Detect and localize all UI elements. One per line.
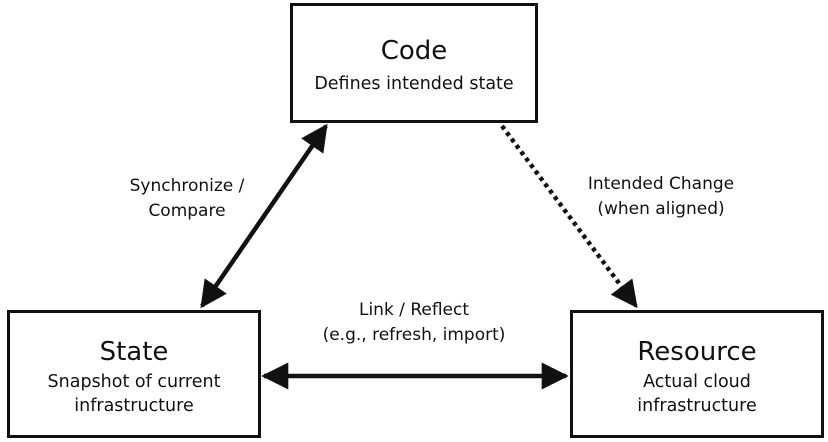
sync-compare-label: Synchronize / Compare <box>92 174 282 224</box>
link-reflect-label-line2: (e.g., refresh, import) <box>322 325 506 345</box>
code-node-subtitle: Defines intended state <box>314 74 514 94</box>
sync-compare-arrow <box>200 123 328 309</box>
intended-change-label-line1: Intended Change <box>587 174 735 194</box>
intended-change-label-line2: (when aligned) <box>597 199 725 219</box>
sync-compare-label-line2: Compare <box>148 201 226 221</box>
resource-node-title: Resource <box>637 337 757 367</box>
resource-node: Resource Actual cloud infrastructure <box>570 310 824 438</box>
code-node-title: Code <box>380 36 448 66</box>
resource-node-subtitle-line2: infrastructure <box>637 396 757 416</box>
intended-change-label: Intended Change (when aligned) <box>566 172 756 222</box>
state-node-subtitle-line2: infrastructure <box>74 396 194 416</box>
intended-change-arrow <box>500 124 638 309</box>
state-node: State Snapshot of current infrastructure <box>7 310 261 438</box>
sync-compare-label-line1: Synchronize / <box>129 176 245 196</box>
state-node-title: State <box>99 337 169 367</box>
state-node-subtitle-line1: Snapshot of current <box>47 372 221 392</box>
code-node: Code Defines intended state <box>290 3 538 123</box>
link-reflect-label: Link / Reflect (e.g., refresh, import) <box>300 298 528 348</box>
link-reflect-label-line1: Link / Reflect <box>358 300 470 320</box>
resource-node-subtitle-line1: Actual cloud <box>643 372 751 392</box>
